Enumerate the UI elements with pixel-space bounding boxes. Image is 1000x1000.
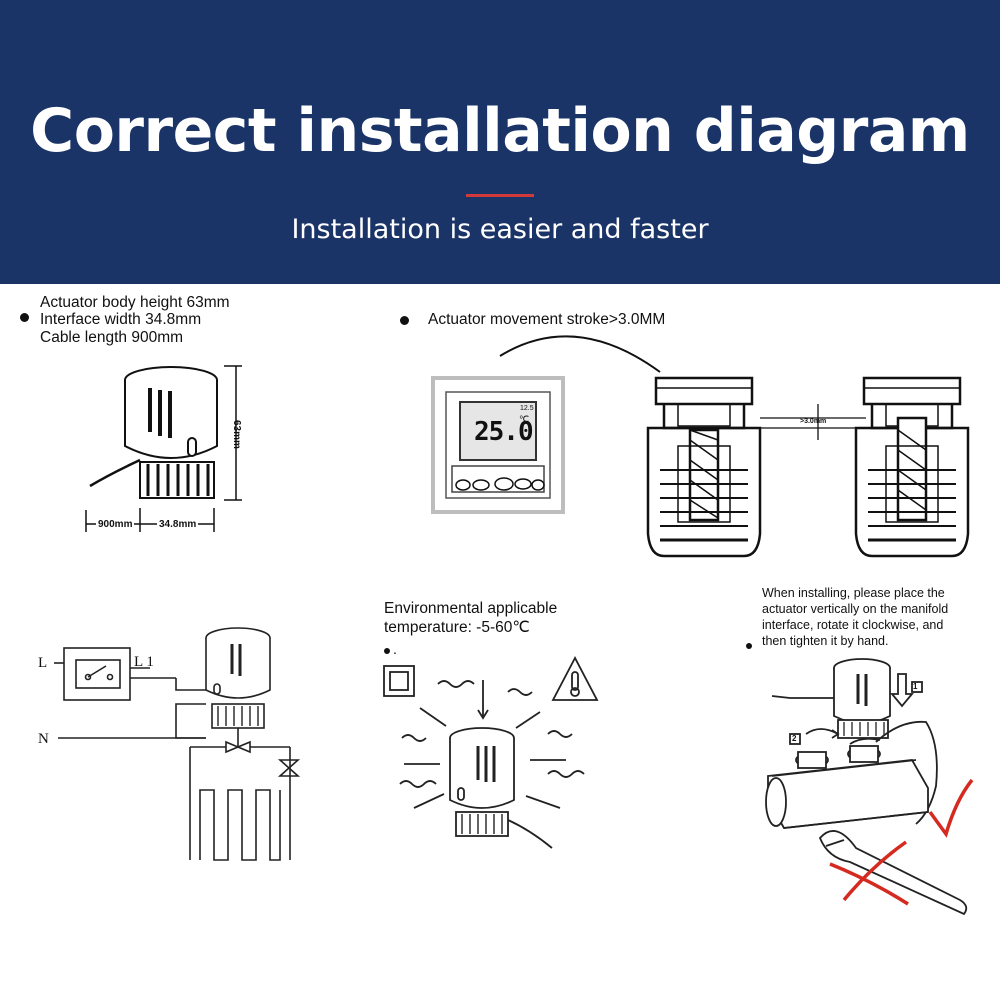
- header-banner: Correct installation diagram Installatio…: [0, 0, 1000, 284]
- spec-height: Actuator body height 63mm: [40, 294, 230, 311]
- spec-interface: Interface width 34.8mm: [40, 311, 202, 329]
- stroke-label: >3.0mm: [800, 418, 827, 425]
- mounting-line-3: interface, rotate it clockwise, and: [762, 618, 944, 632]
- cable-length-label: 900mm: [96, 519, 135, 530]
- bullet-icon: [746, 643, 752, 649]
- title-divider: [466, 194, 534, 197]
- thermostat-display-value: 25.0: [474, 417, 534, 447]
- step-2-badge: 2: [792, 734, 797, 743]
- bullet-icon: [400, 316, 409, 325]
- width-label: 34.8mm: [157, 519, 199, 530]
- page-subtitle: Installation is easier and faster: [291, 214, 709, 245]
- bullet-icon: [20, 313, 29, 322]
- wire-label-l1: L 1: [134, 654, 154, 670]
- mounting-line-4: then tighten it by hand.: [762, 634, 889, 648]
- wire-label-n: N: [38, 731, 49, 747]
- spec-cable: Cable length 900mm: [40, 328, 184, 346]
- step-1-badge: 1: [913, 682, 918, 691]
- thermostat-display-small: 12.5: [520, 405, 534, 412]
- environment-spec: Environmental applicable temperature: -5…: [384, 600, 557, 637]
- dimension-specs: Actuator body height 63mm Interface widt…: [40, 294, 230, 346]
- mounting-line-2: actuator vertically on the manifold: [762, 602, 949, 616]
- environment-line-1: Environmental applicable: [384, 600, 558, 617]
- stroke-spec: Actuator movement stroke>3.0MM: [428, 311, 666, 328]
- environment-line-2: temperature: -5-60℃: [384, 618, 530, 636]
- period-mark: .: [393, 641, 397, 657]
- bullet-icon: [384, 648, 390, 654]
- page-title: Correct installation diagram: [30, 96, 970, 166]
- wire-label-l: L: [38, 655, 48, 671]
- thermostat-display-unit: ℃: [519, 414, 530, 424]
- mounting-instructions: When installing, please place the actuat…: [762, 585, 948, 649]
- mounting-line-1: When installing, please place the: [762, 586, 945, 600]
